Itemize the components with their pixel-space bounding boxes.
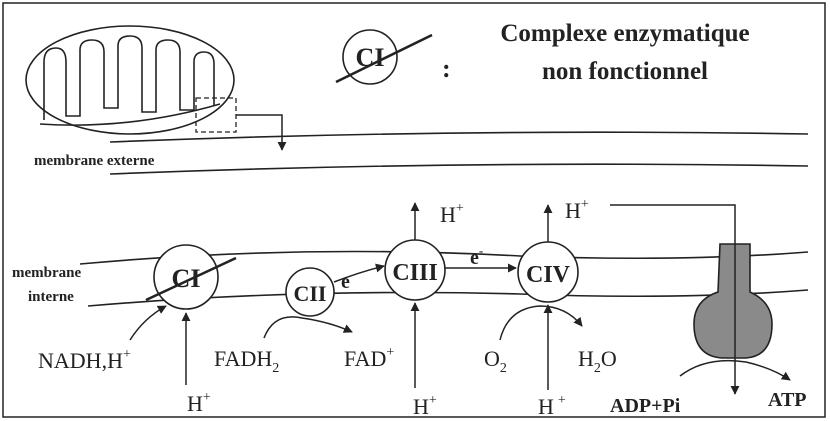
complex-ci-label: CI	[172, 264, 201, 293]
atp-label: ATP	[768, 389, 807, 411]
proton-label-civ-out: H+	[565, 197, 589, 223]
h2o-label: H2O	[578, 346, 617, 376]
nadh-label: NADH,H+	[38, 347, 131, 373]
legend-colon: :	[442, 54, 451, 83]
legend-line2: non fonctionnel	[542, 58, 708, 85]
electron-label-1: e	[341, 271, 350, 293]
complex-cii-label: CII	[293, 281, 326, 306]
atp-synthase	[693, 243, 773, 359]
nadh-arrow	[129, 305, 167, 341]
proton-label-ci-in: H+	[187, 390, 211, 416]
proton-label-ciii-out: H+	[440, 201, 464, 227]
proton-label-ciii-in: H+	[413, 393, 437, 419]
fad-label: FAD+	[344, 345, 394, 371]
inner-membrane-label-line2: interne	[28, 289, 74, 305]
complex-ciii-label: CIII	[392, 260, 437, 286]
complex-civ: CIV	[517, 241, 579, 303]
complex-civ-label: CIV	[526, 262, 571, 288]
proton-flow-atp-synthase	[610, 204, 740, 395]
complex-cii: CII	[285, 267, 335, 317]
proton-label-civ-in: H+	[538, 393, 566, 419]
electron-arrow-cii-ciii	[333, 263, 385, 283]
legend-line1: Complexe enzymatique	[500, 20, 749, 47]
mitochondrion-icon	[25, 25, 235, 135]
adp-pi-label: ADP+Pi	[610, 395, 681, 417]
atp-production-arrow	[679, 359, 791, 381]
outer-membrane-label: membrane externe	[34, 153, 155, 169]
legend-complex-label: CI	[356, 43, 385, 72]
legend-cross-line	[335, 33, 433, 84]
o2-arrow	[499, 305, 583, 341]
zoom-arrow	[236, 114, 287, 151]
complex-ciii: CIII	[384, 239, 446, 301]
complex-ci-cross	[145, 256, 237, 302]
inner-membrane-label-line1: membrane	[12, 265, 81, 281]
complex-ci: CI	[145, 244, 237, 310]
electron-label-2: e-	[470, 243, 483, 269]
fadh2-arrow	[263, 316, 353, 339]
legend-crossed-complex: CI	[335, 29, 433, 85]
o2-label: O2	[484, 346, 507, 376]
fadh2-label: FADH2	[214, 346, 279, 376]
outer-membrane	[109, 131, 809, 175]
